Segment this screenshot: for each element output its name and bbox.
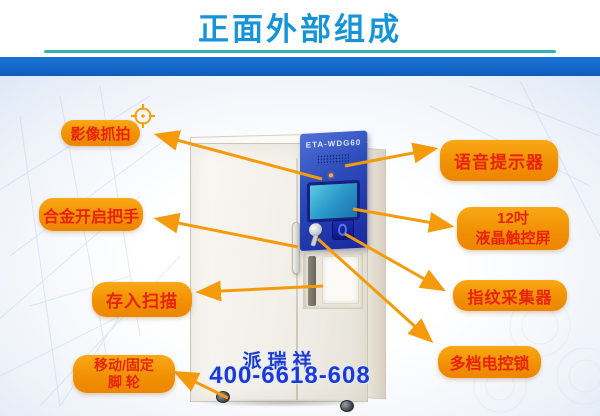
callout-label-line1: 移动/固定: [94, 357, 154, 373]
callout-label: 合金开启把手: [42, 208, 139, 226]
page-title: 正面外部组成: [198, 12, 402, 47]
fingerprint-icon: [338, 223, 347, 237]
brand-watermark: 派瑞祥: [242, 350, 318, 372]
callout-electric-lock: 多档电控锁: [438, 346, 541, 378]
callout-caster: 移动/固定 脚 轮: [73, 355, 175, 393]
lock-key-icon: [310, 233, 319, 247]
caster-wheel-right: [340, 400, 354, 412]
callout-label: 多档电控锁: [449, 356, 530, 373]
fingerprint-sensor: [332, 219, 354, 241]
caster-wheel-left: [216, 391, 230, 403]
callout-voice-prompt: 语音提示器: [440, 140, 558, 181]
speaker-grille-icon: [317, 153, 349, 166]
scan-window: [322, 256, 359, 304]
callout-label-line2: 脚 轮: [108, 374, 140, 390]
cabinet-shadow: [194, 399, 374, 407]
control-panel: ETA-WDG60: [300, 130, 367, 251]
door-seam: [296, 158, 298, 400]
callout-label: 影像抓拍: [70, 125, 131, 143]
callout-deposit-scan: 存入扫描: [92, 282, 192, 317]
camera-dot-icon: [329, 173, 333, 178]
callout-label-line2: 液晶触控屏: [475, 229, 551, 247]
callout-label-line1: 12吋: [497, 209, 529, 227]
callout-label: 指纹采集器: [467, 289, 553, 307]
header-band: [0, 57, 600, 76]
callout-touchscreen: 12吋 液晶触控屏: [457, 207, 569, 250]
phone-watermark: 400-6618-608: [209, 362, 371, 389]
title-bar: 正面外部组成: [0, 0, 600, 57]
callout-label: 存入扫描: [106, 292, 178, 311]
callout-fingerprint: 指纹采集器: [453, 280, 567, 311]
touchscreen: [307, 179, 360, 223]
callout-label: 语音提示器: [454, 153, 544, 172]
callout-image-capture: 影像抓拍: [61, 120, 140, 146]
callout-alloy-handle: 合金开启把手: [39, 198, 143, 231]
deposit-recess: [303, 252, 363, 309]
deposit-slot: [308, 256, 316, 306]
title-divider: [44, 50, 556, 53]
windows-logo-icon: [328, 194, 345, 210]
model-label: ETA-WDG60: [305, 137, 362, 150]
door-handle: [292, 222, 300, 274]
